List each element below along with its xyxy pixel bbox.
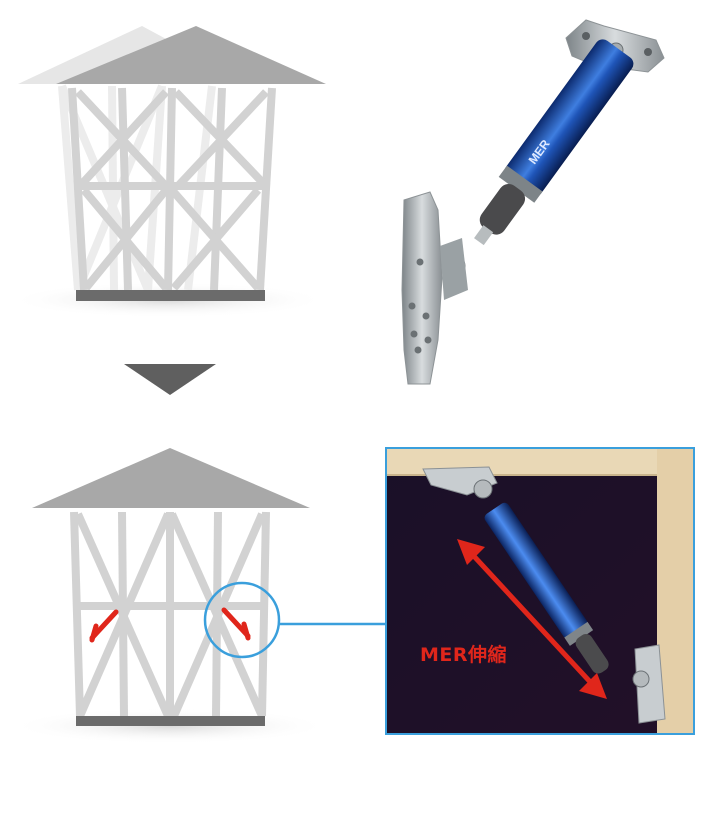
bottom-bracket — [401, 191, 443, 385]
mer-extension-label: MER伸縮 — [420, 644, 508, 666]
sill — [76, 716, 265, 726]
detail-illustration — [387, 449, 693, 733]
detail-rod-boot — [575, 634, 609, 674]
house-after-diagram — [10, 448, 330, 744]
damper-product: MER — [401, 19, 665, 385]
detail-cylinder — [484, 502, 588, 639]
house-before-diagram — [8, 26, 328, 318]
wood-post — [657, 449, 693, 733]
roof — [56, 26, 326, 84]
magnifier-circle — [203, 581, 281, 659]
rod-boot — [479, 183, 526, 235]
triangle-down-icon — [124, 364, 216, 395]
frame — [70, 511, 270, 718]
detail-photo — [385, 447, 695, 735]
extension-arrow — [457, 539, 607, 699]
cylinder — [504, 39, 634, 197]
frame — [68, 87, 276, 291]
detail-bottom-bracket — [634, 644, 666, 724]
damper-marks — [89, 607, 251, 643]
callout-line — [279, 622, 387, 626]
roof — [32, 448, 310, 508]
sill — [76, 290, 265, 301]
